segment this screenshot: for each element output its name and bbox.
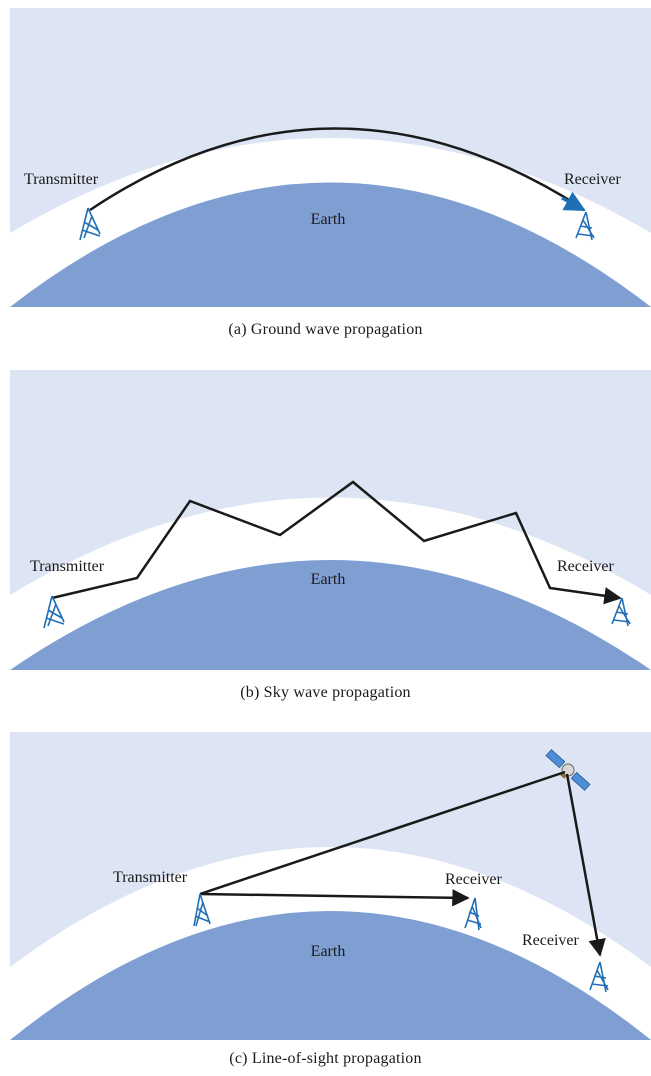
- earth-label: Earth: [311, 571, 346, 588]
- receiver-near-label: Receiver: [445, 871, 503, 888]
- sky-wave-path: [51, 480, 622, 605]
- transmitter-label: Transmitter: [30, 558, 105, 575]
- earth-label: Earth: [311, 943, 346, 960]
- ground-wave-diagram: Earth Transmitter Receiver: [10, 8, 651, 307]
- caption-line-of-sight: (c) Line-of-sight propagation: [229, 1050, 422, 1067]
- antenna-tower-icon: [79, 207, 101, 241]
- uplink-path: [199, 770, 566, 896]
- receiver-label: Receiver: [564, 171, 622, 188]
- downlink-path: [565, 773, 606, 957]
- antenna-tower-icon: [589, 961, 609, 993]
- receiver-label: Receiver: [557, 558, 615, 575]
- antenna-tower-icon: [611, 597, 631, 627]
- receiver-far-label: Receiver: [522, 932, 580, 949]
- panel-ground-wave: Earth Transmitter Receiver: [10, 8, 651, 307]
- sky-wave-diagram: Earth Transmitter Receiver: [10, 370, 651, 670]
- line-of-sight-diagram: Earth Transmitter Receiver Receiver: [10, 732, 651, 1040]
- caption-sky-wave: (b) Sky wave propagation: [240, 684, 411, 701]
- earth-surface: [10, 911, 651, 1040]
- earth-label: Earth: [311, 211, 346, 228]
- ground-wave-path: [89, 127, 583, 212]
- ground-wave-arrowhead: [561, 191, 586, 212]
- antenna-tower-icon: [464, 897, 482, 931]
- antenna-tower-icon: [575, 211, 595, 241]
- antenna-tower-icon: [193, 893, 211, 927]
- earth-surface: [10, 560, 651, 670]
- antenna-tower-icon: [43, 595, 65, 629]
- transmitter-label: Transmitter: [113, 869, 188, 886]
- panel-line-of-sight: Earth Transmitter Receiver Receiver: [10, 732, 651, 1040]
- transmitter-label: Transmitter: [24, 171, 99, 188]
- direct-path: [199, 889, 470, 907]
- panel-sky-wave: Earth Transmitter Receiver: [10, 370, 651, 670]
- caption-ground-wave: (a) Ground wave propagation: [228, 321, 423, 338]
- earth-surface: [10, 182, 651, 307]
